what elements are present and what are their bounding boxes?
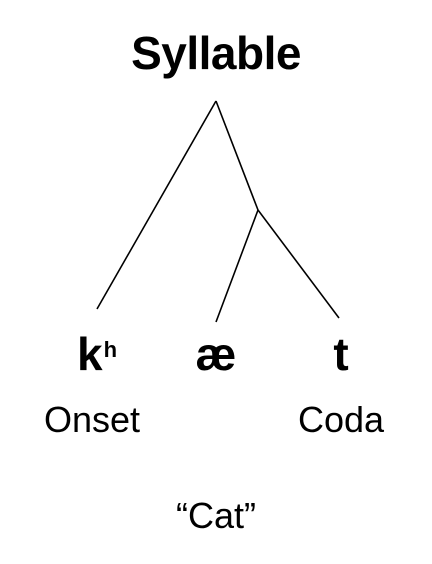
coda-segment: t [333, 328, 349, 380]
onset-label: Onset [43, 399, 141, 440]
branch-rime-to-coda [257, 209, 340, 319]
onset-consonant: k [76, 328, 103, 380]
coda-label: Coda [297, 399, 385, 440]
example-word: “Cat” [176, 495, 256, 536]
branch-rime-to-nucleus [215, 209, 259, 323]
diagram-title: Syllable [131, 27, 301, 79]
branch-root-to-onset [96, 100, 217, 310]
branch-root-to-rime [215, 100, 259, 211]
aspiration-mark: h [103, 337, 118, 362]
nucleus-segment: æ [195, 328, 237, 380]
onset-segment: kh [62, 326, 132, 382]
